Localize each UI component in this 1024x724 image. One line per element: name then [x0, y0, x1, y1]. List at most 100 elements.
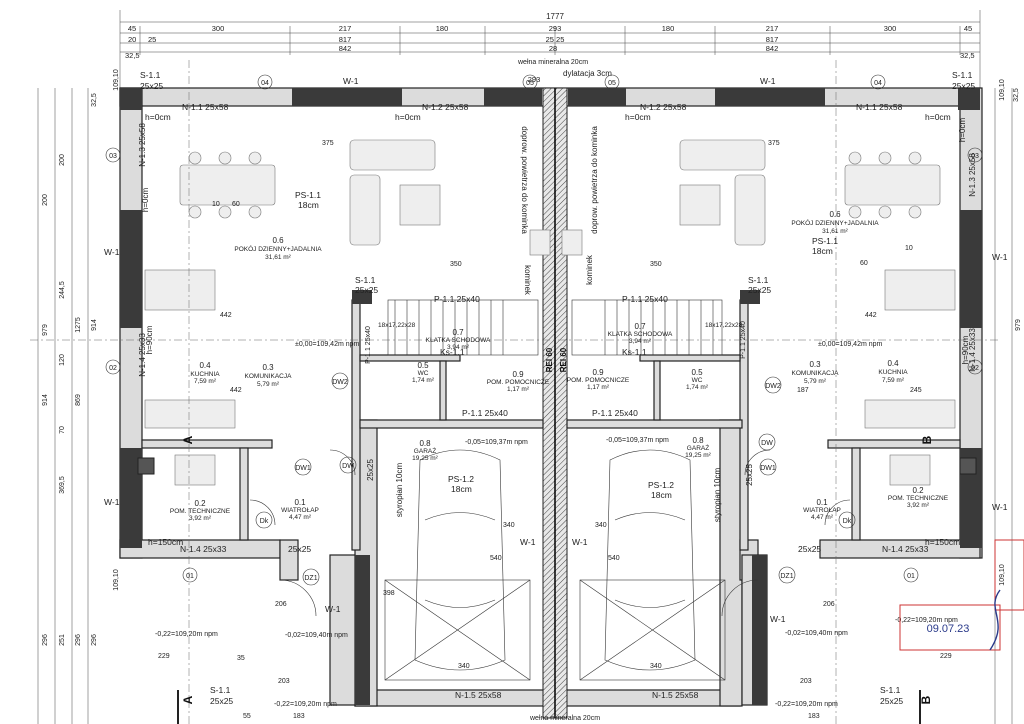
- svg-text:POM. TECHNICZNE: POM. TECHNICZNE: [888, 495, 949, 502]
- svg-text:25x25: 25x25: [748, 285, 771, 295]
- svg-text:KLATKA SCHODOWA: KLATKA SCHODOWA: [608, 331, 673, 338]
- svg-text:doprow. powietrza do kominka: doprow. powietrza do kominka: [520, 126, 529, 234]
- svg-text:P-1.1 25x40: P-1.1 25x40: [740, 321, 747, 359]
- rooms-right: 0.6 POKÓJ DZIENNY+JADALNIA 31,61 m² 0.7 …: [567, 210, 949, 521]
- svg-text:h=0cm: h=0cm: [145, 112, 171, 122]
- svg-text:869: 869: [75, 394, 82, 406]
- svg-text:04: 04: [874, 80, 882, 87]
- svg-text:25 25: 25 25: [546, 35, 565, 44]
- svg-text:doprow. powietrza do kominka: doprow. powietrza do kominka: [590, 126, 599, 234]
- svg-text:18cm: 18cm: [298, 200, 319, 210]
- svg-text:0.4: 0.4: [199, 361, 211, 370]
- car-left: [384, 449, 531, 681]
- svg-text:04: 04: [261, 80, 269, 87]
- svg-text:P-1.1 25x40: P-1.1 25x40: [592, 408, 638, 418]
- svg-text:3,94 m²: 3,94 m²: [447, 344, 470, 351]
- svg-text:±0,00=109,42m npm: ±0,00=109,42m npm: [818, 341, 883, 348]
- svg-text:-0,22=109,20m npm: -0,22=109,20m npm: [155, 631, 218, 638]
- svg-text:-0,05=109,37m npm: -0,05=109,37m npm: [465, 439, 528, 446]
- svg-text:POM. POMOCNICZE: POM. POMOCNICZE: [567, 377, 630, 384]
- svg-text:B: B: [920, 435, 934, 444]
- svg-text:A: A: [181, 695, 195, 704]
- svg-text:02: 02: [971, 365, 979, 372]
- svg-text:229: 229: [158, 653, 170, 660]
- svg-text:183: 183: [808, 713, 820, 720]
- svg-text:217: 217: [339, 24, 352, 33]
- svg-text:W-1: W-1: [520, 537, 536, 547]
- svg-text:45: 45: [128, 24, 136, 33]
- svg-text:S-1.1: S-1.1: [952, 70, 973, 80]
- svg-text:1,17 m²: 1,17 m²: [587, 384, 610, 391]
- svg-text:Dk: Dk: [260, 518, 269, 525]
- svg-text:914: 914: [42, 394, 49, 406]
- stairs-size-right: 18x17,22x28: [705, 322, 743, 329]
- svg-text:206: 206: [823, 601, 835, 608]
- stairs-left: [387, 299, 539, 356]
- svg-text:375: 375: [322, 140, 334, 147]
- svg-text:369,5: 369,5: [59, 476, 66, 494]
- svg-text:109,10: 109,10: [999, 79, 1006, 101]
- svg-text:60: 60: [860, 260, 868, 267]
- svg-text:25: 25: [148, 35, 156, 44]
- expansion-label: dylatacja 3cm: [563, 69, 612, 78]
- svg-text:180: 180: [436, 24, 449, 33]
- svg-text:WIATROŁAP: WIATROŁAP: [803, 507, 841, 514]
- svg-text:979: 979: [42, 324, 49, 336]
- svg-text:B: B: [919, 695, 933, 704]
- svg-text:h=0cm: h=0cm: [925, 112, 951, 122]
- svg-text:206: 206: [275, 601, 287, 608]
- svg-text:3,92 m²: 3,92 m²: [907, 502, 930, 509]
- window-bands: [120, 88, 982, 705]
- svg-text:P-1.1 25x40: P-1.1 25x40: [365, 326, 372, 364]
- svg-text:DW: DW: [761, 440, 773, 447]
- top-dimension-lines: [119, 10, 981, 90]
- svg-text:187: 187: [797, 387, 809, 394]
- svg-text:5,79 m²: 5,79 m²: [804, 378, 827, 385]
- svg-text:350: 350: [450, 261, 462, 268]
- svg-text:10: 10: [212, 201, 220, 208]
- svg-text:914: 914: [91, 319, 98, 331]
- svg-text:19,25 m²: 19,25 m²: [412, 455, 438, 462]
- svg-text:25x25: 25x25: [880, 696, 903, 706]
- svg-text:03: 03: [971, 153, 979, 160]
- svg-text:N-1.4 25x33: N-1.4 25x33: [882, 544, 929, 554]
- svg-text:02: 02: [109, 365, 117, 372]
- svg-text:0.5: 0.5: [691, 368, 703, 377]
- svg-text:P-1.1 25x40: P-1.1 25x40: [462, 408, 508, 418]
- svg-text:styropian 10cm: styropian 10cm: [713, 468, 722, 523]
- svg-text:19,25 m²: 19,25 m²: [685, 452, 711, 459]
- svg-text:25x25: 25x25: [210, 696, 233, 706]
- svg-text:W-1: W-1: [770, 614, 786, 624]
- svg-text:32,5: 32,5: [91, 93, 98, 107]
- circle-callouts: 04 05 05 04 03 03 02 02 01 01 DW1 DW1 DW…: [105, 74, 983, 586]
- svg-text:N-1.4 25x33: N-1.4 25x33: [968, 328, 977, 372]
- svg-text:N-1.2 25x58: N-1.2 25x58: [640, 102, 687, 112]
- svg-text:W-1: W-1: [992, 252, 1008, 262]
- svg-text:350: 350: [650, 261, 662, 268]
- svg-text:kominek: kominek: [585, 254, 594, 285]
- svg-text:h=0cm: h=0cm: [625, 112, 651, 122]
- svg-text:N-1.1 25x58: N-1.1 25x58: [182, 102, 229, 112]
- svg-text:styropian 10cm: styropian 10cm: [395, 463, 404, 518]
- left-dim-text: 914 200 979 296 200 244,5 120 70 369,5 2…: [42, 69, 120, 646]
- svg-text:DZ1: DZ1: [780, 573, 793, 580]
- svg-text:296: 296: [42, 634, 49, 646]
- svg-text:183: 183: [293, 713, 305, 720]
- svg-text:PS-1.2: PS-1.2: [448, 474, 474, 484]
- svg-text:P-1.1 25x40: P-1.1 25x40: [434, 294, 480, 304]
- svg-text:200: 200: [59, 154, 66, 166]
- svg-text:0.9: 0.9: [592, 368, 604, 377]
- stamp-date: 09.07.23: [927, 623, 970, 635]
- svg-text:0.2: 0.2: [912, 486, 924, 495]
- svg-text:N-1.3 25x58: N-1.3 25x58: [138, 123, 147, 167]
- svg-text:28: 28: [549, 44, 557, 53]
- svg-text:300: 300: [212, 24, 225, 33]
- svg-text:03: 03: [109, 153, 117, 160]
- svg-text:W-1: W-1: [572, 537, 588, 547]
- svg-text:h=150cm: h=150cm: [148, 537, 183, 547]
- svg-text:25x25: 25x25: [140, 81, 163, 91]
- svg-text:N-1.4 25x33: N-1.4 25x33: [180, 544, 227, 554]
- svg-text:Dk: Dk: [843, 518, 852, 525]
- svg-text:POM. POMOCNICZE: POM. POMOCNICZE: [487, 379, 550, 386]
